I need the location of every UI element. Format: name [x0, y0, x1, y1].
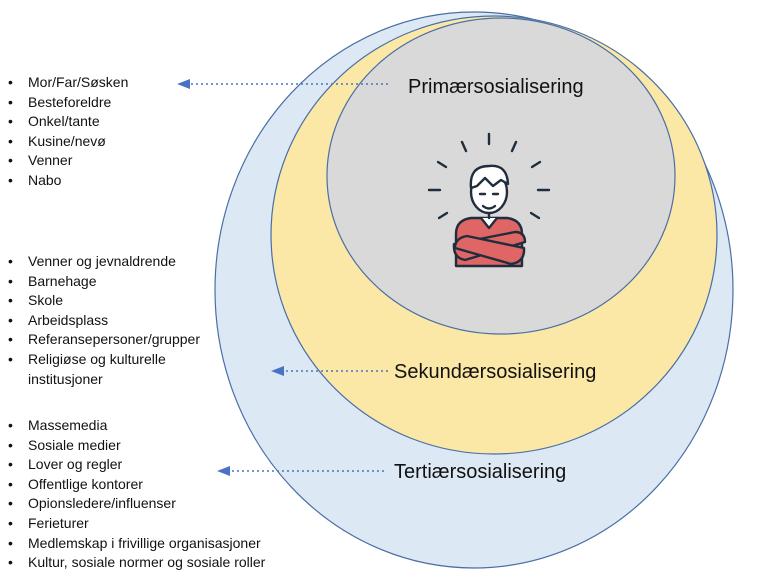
list-item: Besteforeldre [0, 93, 128, 113]
list-item: Nabo [0, 171, 128, 191]
label-primary: Primærsosialisering [408, 76, 584, 98]
tertiary-list: Massemedia Sosiale medier Lover og regle… [0, 416, 265, 573]
list-item: Venner og jevnaldrende [0, 252, 200, 272]
list-item: Lover og regler [0, 455, 265, 475]
list-item: Onkel/tante [0, 112, 128, 132]
label-tertiary: Tertiærsosialisering [394, 461, 567, 483]
list-item: Venner [0, 151, 128, 171]
list-item: Massemedia [0, 416, 265, 436]
arrow-secondary [271, 366, 388, 376]
person-arms-crossed-icon [427, 132, 551, 268]
list-item: Offentlige kontorer [0, 475, 265, 495]
list-item: Kusine/nevø [0, 132, 128, 152]
list-item: Opionsledere/influenser [0, 494, 265, 514]
list-item: Religiøse og kulturelle institusjoner [0, 350, 188, 389]
primary-list: Mor/Far/Søsken Besteforeldre Onkel/tante… [0, 73, 128, 191]
label-secondary: Sekundærsosialisering [394, 361, 597, 383]
list-item: Ferieturer [0, 514, 265, 534]
list-item: Arbeidsplass [0, 311, 200, 331]
secondary-list: Venner og jevnaldrende Barnehage Skole A… [0, 252, 200, 389]
list-item: Mor/Far/Søsken [0, 73, 128, 93]
list-item: Medlemskap i frivillige organisasjoner [0, 534, 265, 554]
list-item: Barnehage [0, 272, 200, 292]
list-item: Referansepersoner/grupper [0, 330, 200, 350]
list-item: Skole [0, 291, 200, 311]
list-item: Kultur, sosiale normer og sosiale roller [0, 553, 265, 573]
list-item: Sosiale medier [0, 436, 265, 456]
arrow-primary [177, 79, 388, 89]
